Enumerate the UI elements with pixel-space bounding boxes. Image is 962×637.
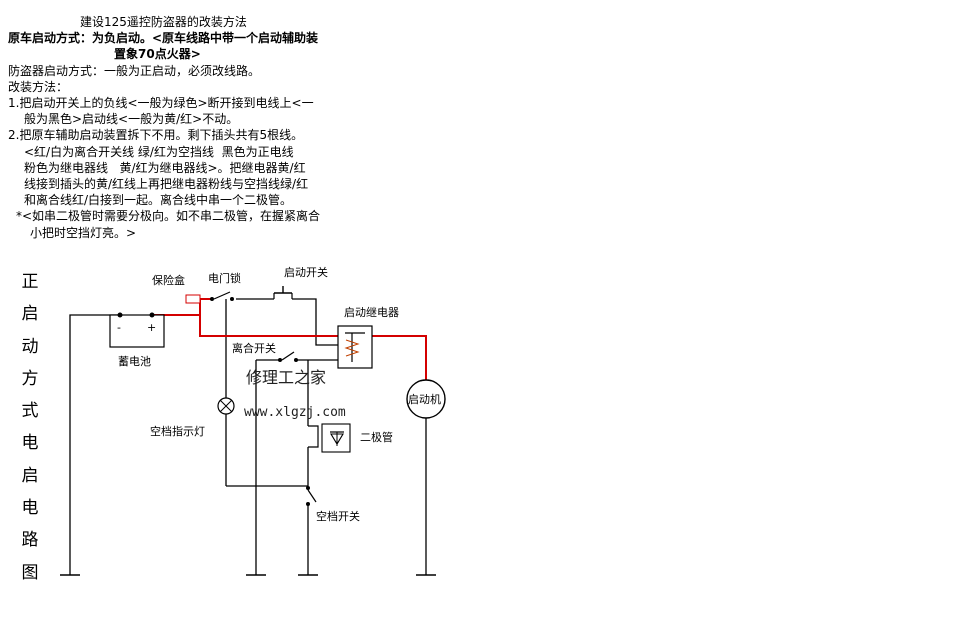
instructions-text: 建设125遥控防盗器的改装方法 原车启动方式：为负启动。<原车线路中带一个启动辅… <box>8 14 428 241</box>
neutral-switch-label: 空档开关 <box>316 509 360 523</box>
start-relay-symbol: 启动继电器 <box>337 306 399 369</box>
start-switch-to-relay-wire <box>292 298 338 346</box>
battery-plus-label: + <box>147 321 156 334</box>
neutral-lamp-symbol: 空档指示灯 <box>150 397 235 438</box>
watermark-name: 修理工之家 <box>246 368 326 387</box>
positive-wires <box>152 298 427 380</box>
start-relay-label: 启动继电器 <box>344 306 399 319</box>
ignition-lock-label: 电门锁 <box>208 271 241 285</box>
instructions-line: 改装方法： <box>8 79 69 94</box>
instructions-line: *<如串二极管时需要分极向。如不串二极管，在握紧离合 <box>16 209 321 224</box>
starter-motor-symbol: 启动机 <box>406 379 446 419</box>
instructions-line: 置象70点火器> <box>114 47 201 62</box>
instructions-line: 原车启动方式：为负启动。<原车线路中带一个启动辅助装 <box>8 31 319 46</box>
battery-minus-label: - <box>117 321 121 334</box>
relay-main-wire <box>199 315 338 337</box>
ignition-lock-symbol: 电门锁 <box>208 271 241 301</box>
start-switch-symbol: 启动开关 <box>273 265 328 299</box>
black-wires <box>69 298 427 575</box>
vertical-title-char: 电 <box>21 433 39 454</box>
battery-positive-wire <box>152 298 212 316</box>
vertical-title-char: 动 <box>21 336 39 357</box>
diode-label: 二极管 <box>360 430 393 444</box>
clutch-switch-symbol: 离合开关 <box>232 341 298 362</box>
instructions-line: 小把时空挡灯亮。> <box>30 225 137 240</box>
instructions-line: 线接到插头的黄/红线上再把继电器粉线与空挡线绿/红 <box>24 177 309 192</box>
battery-symbol: - + 蓄电池 <box>109 312 165 368</box>
instructions-line: 和离合线红/白接到一起。离合线中串一个二极管。 <box>24 193 293 208</box>
vertical-title-char: 式 <box>21 401 39 422</box>
vertical-title-char: 图 <box>21 562 39 583</box>
neutral-switch-symbol: 空档开关 <box>306 486 360 523</box>
watermark-url: www.xlgzj.com <box>244 405 346 420</box>
instructions-line: 粉色为继电器线 黄/红为继电器线>。把继电器黄/红 <box>24 160 306 175</box>
vertical-title-char: 电 <box>21 498 39 519</box>
vertical-title-char: 路 <box>21 530 39 551</box>
vertical-title-char: 方 <box>21 368 39 389</box>
vertical-title-char: 正 <box>21 272 39 292</box>
vertical-title-char: 启 <box>21 465 39 486</box>
vertical-title: 正 启 动 方 式 电 启 电 路 图 <box>18 266 42 589</box>
fuse-box-label: 保险盒 <box>152 273 185 287</box>
diode-symbol: 二极管 <box>308 423 393 453</box>
clutch-switch-label: 离合开关 <box>232 341 276 355</box>
battery-negative-wire <box>69 314 120 575</box>
battery-label: 蓄电池 <box>118 355 151 368</box>
fuse-symbol: 保险盒 <box>152 273 201 304</box>
instructions-line: <红/白为离合开关线 绿/红为空挡线 黑色为正电线 <box>24 144 294 159</box>
instructions-line: 般为黑色>启动线<一般为黄/红>不动。 <box>24 112 239 127</box>
instructions-line: 防盗器启动方式：一般为正启动，必须改线路。 <box>8 63 261 78</box>
instructions-line: 1.把启动开关上的负线<一般为绿色>断开接到电线上<一 <box>8 96 314 111</box>
starter-motor-label: 启动机 <box>408 392 441 406</box>
instructions-title: 建设125遥控防盗器的改装方法 <box>80 15 247 29</box>
neutral-lamp-label: 空档指示灯 <box>150 424 205 438</box>
start-switch-label: 启动开关 <box>284 265 328 279</box>
relay-to-starter-wire <box>364 335 427 380</box>
vertical-title-char: 启 <box>21 304 39 325</box>
instructions-line: 2.把原车辅助启动装置拆下不用。剩下插头共有5根线。 <box>8 128 304 143</box>
